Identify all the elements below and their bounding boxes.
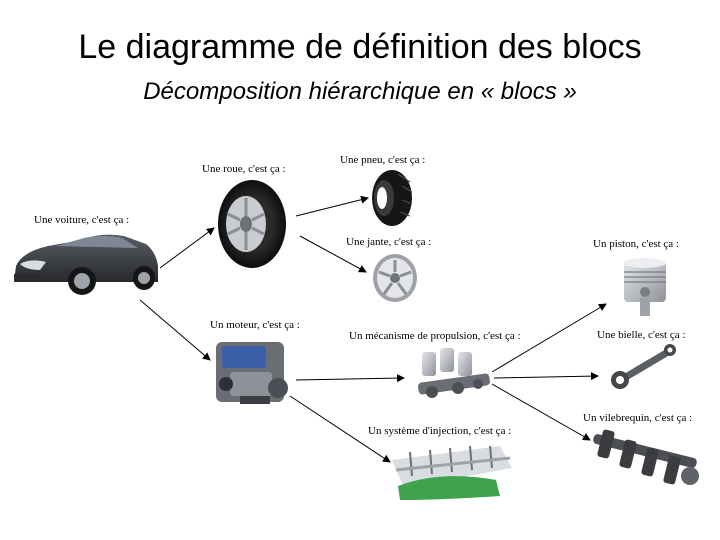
label-injection: Un système d'injection, c'est ça : — [368, 425, 512, 437]
wheel-icon — [218, 180, 286, 268]
arrow-propulsion-bielle — [493, 372, 599, 381]
slide-subtitle: Décomposition hiérarchique en « blocs » — [143, 78, 577, 105]
label-pneu: Une pneu, c'est ça : — [340, 154, 426, 166]
label-voiture: Une voiture, c'est ça : — [34, 214, 130, 226]
tire-icon — [372, 170, 413, 226]
arrow-moteur-propulsion — [295, 374, 405, 383]
connecting-rod-icon — [611, 344, 676, 389]
arrow-voiture-moteur — [139, 299, 211, 361]
piston-icon — [624, 258, 666, 316]
slide-title: Le diagramme de définition des blocs — [78, 28, 642, 66]
arrow-propulsion-piston — [491, 303, 607, 373]
arrow-propulsion-vilebrequin — [491, 383, 591, 441]
injection-system-icon — [392, 445, 512, 500]
crankshaft-icon — [593, 429, 699, 485]
arrow-voiture-roue — [159, 227, 215, 269]
label-bielle: Une bielle, c'est ça : — [597, 329, 686, 341]
label-roue: Une roue, c'est ça : — [202, 163, 286, 175]
label-jante: Une jante, c'est ça : — [346, 236, 432, 248]
car-icon — [14, 234, 158, 295]
label-piston: Un piston, c'est ça : — [593, 238, 679, 250]
engine-icon — [216, 342, 288, 404]
label-moteur: Un moteur, c'est ça : — [210, 319, 300, 331]
arrow-moteur-injection — [289, 395, 391, 463]
label-propulsion: Un mécanisme de propulsion, c'est ça : — [349, 330, 521, 342]
propulsion-mechanism-icon — [418, 348, 490, 398]
rim-icon — [373, 254, 417, 302]
arrow-roue-jante — [299, 235, 367, 273]
label-vilebrequin: Un vilebrequin, c'est ça : — [583, 412, 693, 424]
arrow-roue-pneu — [295, 195, 369, 217]
